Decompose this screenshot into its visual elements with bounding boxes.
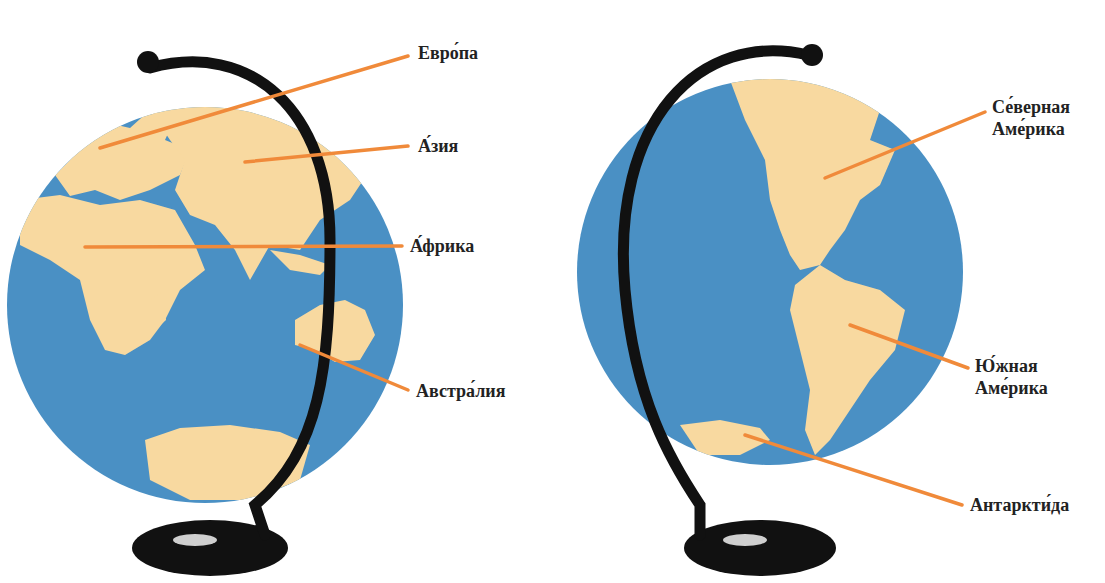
leader-lines [85,56,985,505]
continent-label: Се́верная Аме́рика [992,96,1100,140]
globe-base [684,520,836,576]
continents [20,85,420,500]
globe-stand [623,51,808,535]
continent-label: Австра́лия [416,380,505,402]
continent-label: Ю́жная Аме́рика [975,355,1083,399]
continent-label: Евро́па [418,42,478,64]
continent-label: А́зия [418,135,458,157]
continents [680,75,905,455]
continent-label: А́фрика [410,235,474,257]
globe-stand [150,62,330,535]
continent-label: Антаркти́да [970,494,1069,516]
